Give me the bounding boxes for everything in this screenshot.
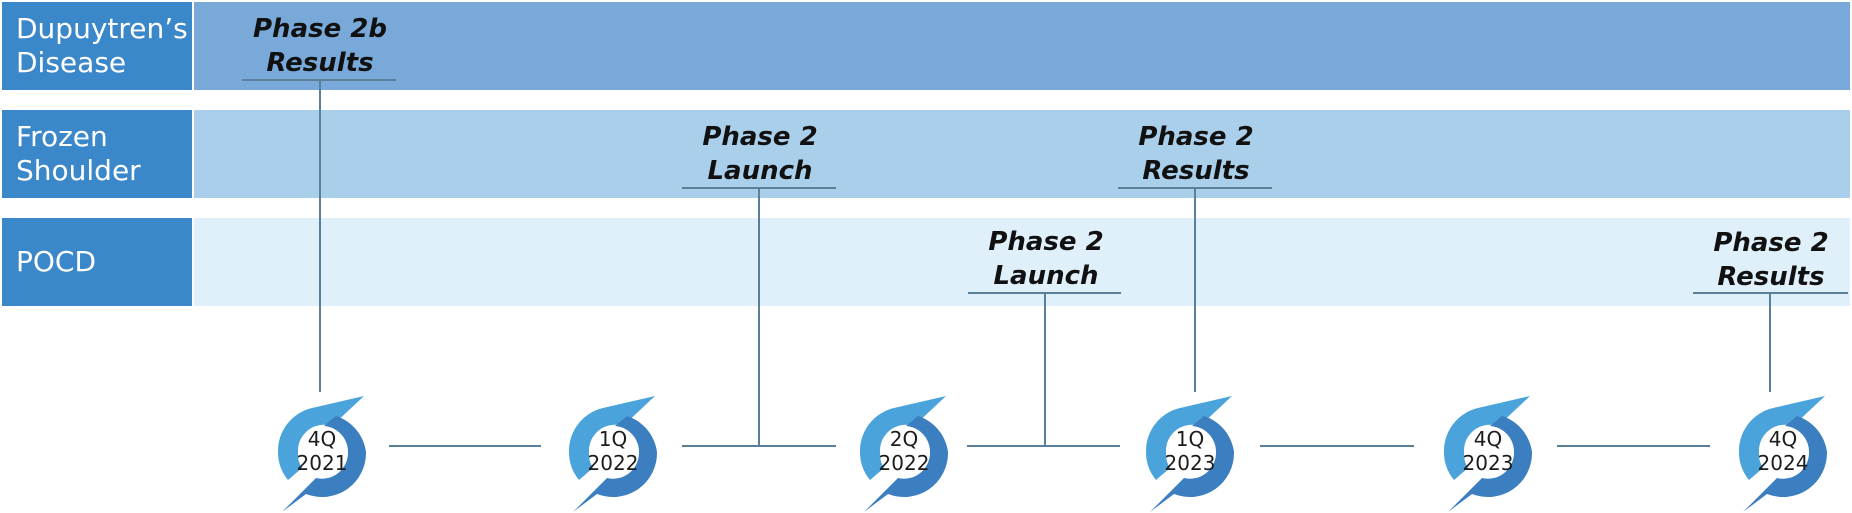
row-label-text: POCD [16,245,97,278]
milestone-connectors [242,79,1848,446]
row-label-frozen-shoulder: Frozen Shoulder [2,110,192,198]
quarter-badge-4q-2023: 4Q 2023 [1443,396,1533,512]
quarter-badge-1q-2022: 1Q 2022 [568,396,658,512]
milestone-text: Phase 2 Launch [702,122,818,186]
quarter-badge-year: 2022 [588,451,639,475]
row-label-text: Frozen Shoulder [16,120,141,187]
quarter-badge-quarter: 1Q [1176,427,1204,451]
quarter-badge-year: 2024 [1758,451,1809,475]
milestone-frozen-phase2-launch: Phase 2 Launch [682,120,838,188]
milestone-pocd-phase2-results: Phase 2 Results [1693,226,1849,294]
milestone-text: Phase 2b Results [253,14,387,78]
quarter-badge-quarter: 2Q [890,427,918,451]
quarter-badge-2q-2022: 2Q 2022 [859,396,949,512]
quarter-badge-1q-2023: 1Q 2023 [1145,396,1235,512]
milestone-text: Phase 2 Launch [988,227,1104,291]
quarter-badge-year: 2023 [1165,451,1216,475]
milestone-text: Phase 2 Results [1713,228,1829,292]
milestone-dupuytrens-phase2b-results: Phase 2b Results [242,12,398,80]
milestone-pocd-phase2-launch: Phase 2 Launch [968,225,1124,293]
quarter-badge-quarter: 4Q [1474,427,1502,451]
row-band-frozen-shoulder [194,110,1850,198]
row-label-pocd: POCD [2,218,192,306]
row-label-text: Dupuytren’s Disease [16,12,188,79]
row-band-pocd [194,218,1850,306]
quarter-badge-quarter: 1Q [599,427,627,451]
milestone-frozen-phase2-results: Phase 2 Results [1118,120,1274,188]
milestone-text: Phase 2 Results [1138,122,1254,186]
quarter-badge-4q-2021: 4Q 2021 [277,396,367,512]
quarter-badge-year: 2023 [1463,451,1514,475]
quarter-badge-4q-2024: 4Q 2024 [1738,396,1828,512]
row-label-dupuytrens: Dupuytren’s Disease [2,2,192,90]
quarter-badge-quarter: 4Q [308,427,336,451]
quarter-badge-year: 2021 [297,451,348,475]
row-band-dupuytrens [194,2,1850,90]
quarter-badge-quarter: 4Q [1769,427,1797,451]
quarter-badge-year: 2022 [879,451,930,475]
